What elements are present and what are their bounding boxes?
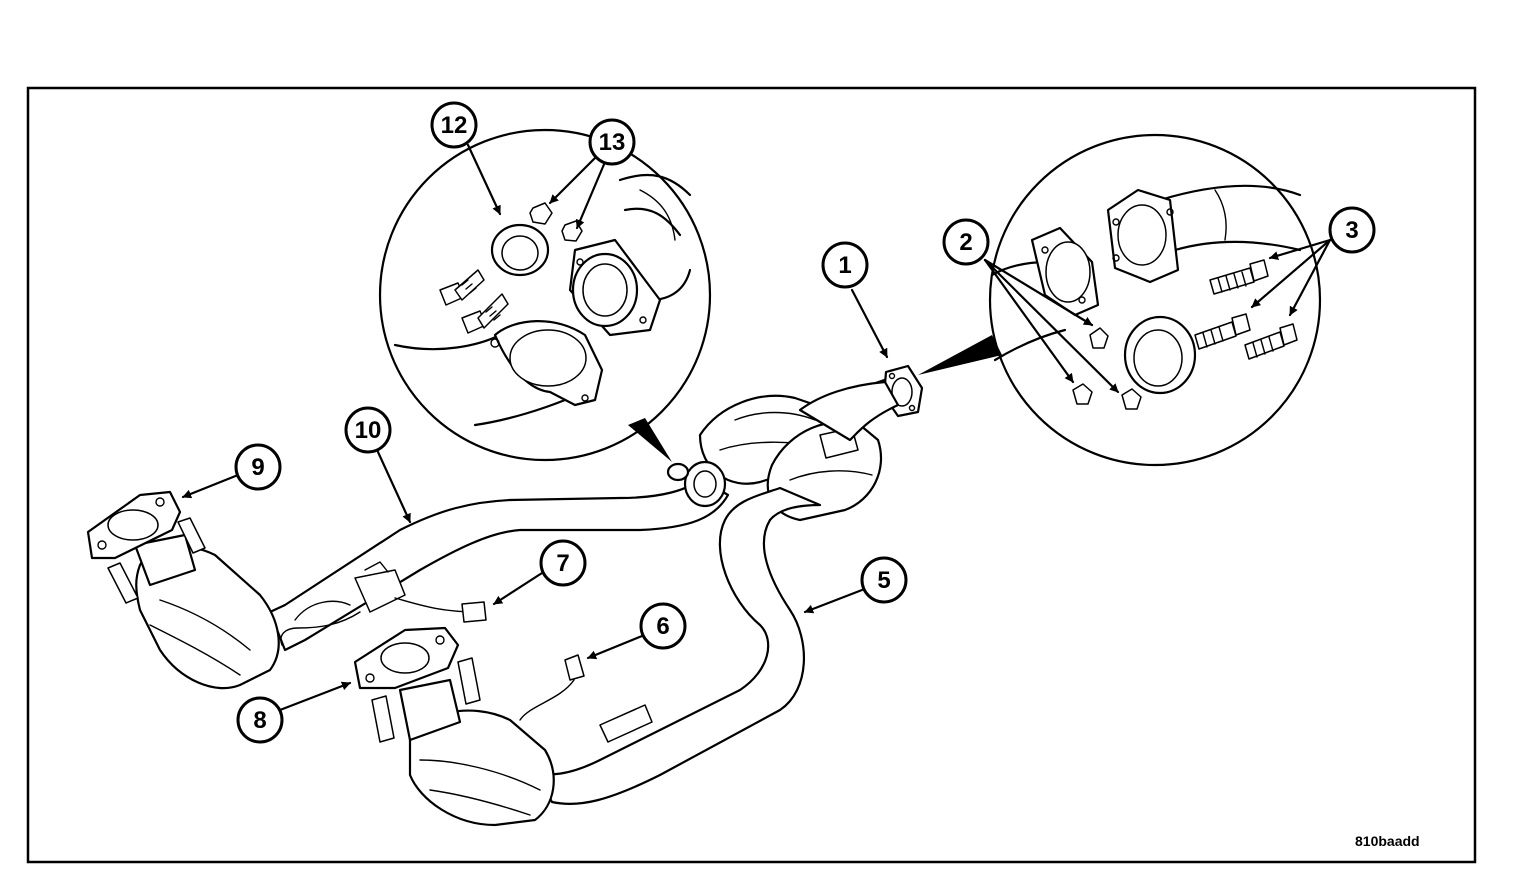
callout-5-label: 5	[877, 567, 890, 594]
right-front-converter	[398, 678, 555, 827]
exhaust-assembly	[86, 364, 924, 827]
right-flange-studs	[371, 657, 481, 743]
callout-6-label: 6	[656, 613, 669, 640]
figure-code: 810baadd	[1355, 833, 1420, 849]
right-manifold-flange	[353, 626, 460, 690]
downstream-oxygen-sensor	[519, 654, 585, 721]
detail-left-bolts	[439, 269, 509, 334]
arrow-10	[376, 450, 412, 524]
detail-right-bolts	[1194, 259, 1298, 360]
arrow-3b	[1250, 238, 1332, 309]
arrow-2a	[983, 258, 1094, 327]
arrow-1	[850, 288, 889, 359]
callout-1-label: 1	[838, 252, 851, 279]
callout-2: 2	[942, 218, 990, 266]
callout-3: 3	[1328, 206, 1376, 254]
arrow-2b	[983, 258, 1075, 384]
left-flange-studs	[107, 517, 206, 604]
callout-8: 8	[236, 696, 284, 744]
callout-9-label: 9	[251, 454, 264, 481]
arrow-2c	[983, 258, 1120, 394]
callout-7: 7	[539, 539, 587, 587]
callout-5: 5	[860, 556, 908, 604]
leader-arrows	[181, 143, 1332, 712]
upstream-oxygen-sensor	[280, 561, 487, 646]
callout-10: 10	[344, 406, 392, 454]
callout-9: 9	[234, 443, 282, 491]
arrow-5	[803, 588, 864, 614]
arrow-7	[492, 571, 544, 606]
callout-2-label: 2	[959, 229, 972, 256]
arrow-9	[181, 473, 240, 499]
callout-8-label: 8	[253, 707, 266, 734]
callout-1: 1	[821, 241, 869, 289]
callout-10-label: 10	[355, 417, 382, 444]
arrow-13a	[548, 156, 597, 205]
callout-6: 6	[639, 602, 687, 650]
intermediate-flange	[666, 460, 727, 508]
arrow-3c	[1288, 238, 1332, 317]
detail-view-left	[378, 128, 712, 462]
callout-12-label: 12	[441, 112, 468, 139]
callout-12: 12	[430, 101, 478, 149]
arrow-3a	[1268, 238, 1332, 260]
arrow-12	[466, 143, 502, 216]
left-manifold-flange	[86, 490, 182, 560]
arrow-6	[586, 634, 644, 660]
left-front-converter	[133, 533, 280, 690]
arrow-8	[278, 681, 352, 712]
callout-3-label: 3	[1345, 217, 1358, 244]
arrow-13b	[575, 160, 607, 230]
callout-7-label: 7	[556, 550, 569, 577]
diagram-frame	[26, 86, 1477, 864]
callout-13: 13	[588, 118, 636, 166]
callout-13-label: 13	[599, 129, 626, 156]
